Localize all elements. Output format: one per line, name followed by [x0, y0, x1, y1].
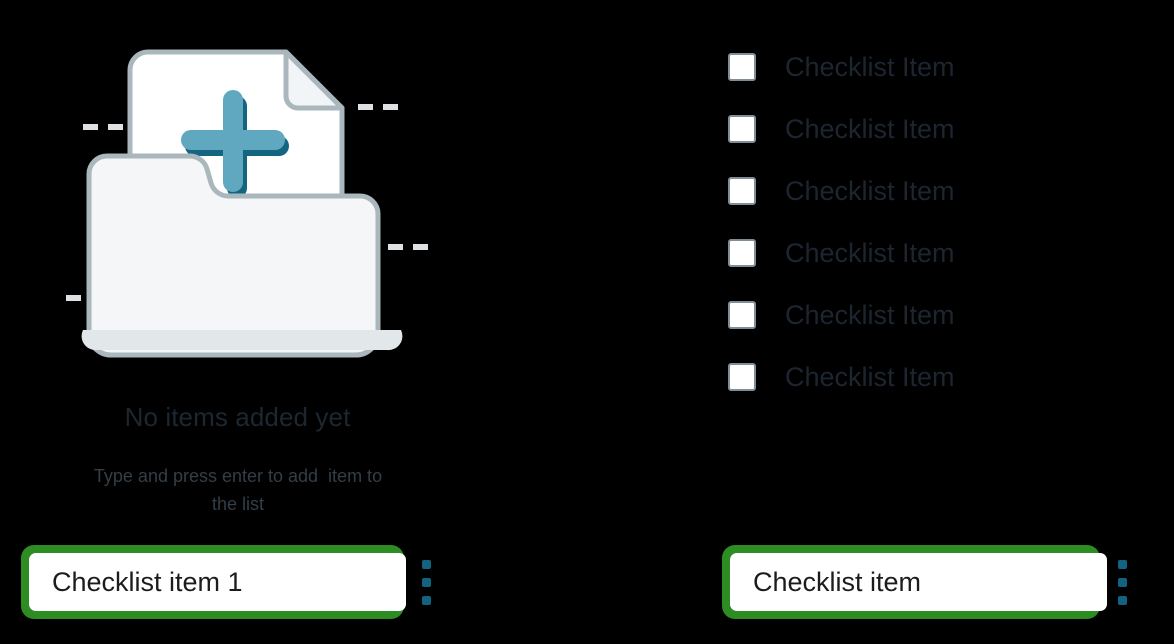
kebab-menu-icon[interactable]: [1110, 557, 1134, 607]
list-item-label: Checklist Item: [785, 175, 955, 206]
checkbox-icon[interactable]: [728, 301, 756, 329]
empty-state-panel: No items added yet Type and press enter …: [0, 0, 475, 530]
empty-state-title: No items added yet: [124, 402, 351, 432]
kebab-dot: [421, 595, 431, 605]
list-item[interactable]: Checklist Item: [728, 160, 1058, 222]
list-item-label: Checklist Item: [785, 113, 955, 144]
list-item[interactable]: Checklist Item: [728, 36, 1058, 98]
list-item-label: Checklist Item: [785, 51, 955, 82]
list-item-label: Checklist Item: [785, 361, 955, 392]
kebab-dot: [421, 559, 431, 569]
checklist-input-right-focus-ring: [722, 545, 1107, 619]
list-item[interactable]: Checklist Item: [728, 98, 1058, 160]
list-item[interactable]: Checklist Item: [728, 222, 1058, 284]
list-item-label: Checklist Item: [785, 299, 955, 330]
empty-state-subtitle: Type and press enter to add item to the …: [93, 466, 388, 514]
checkbox-icon[interactable]: [728, 53, 756, 81]
kebab-dot: [421, 577, 431, 587]
list-item[interactable]: Checklist Item: [728, 284, 1058, 346]
checklist-input-left[interactable]: [29, 553, 406, 611]
checkbox-icon[interactable]: [728, 177, 756, 205]
checklist-input-row-left: [21, 545, 438, 619]
plus-icon: [181, 90, 285, 192]
checklist-preview-list: Checklist Item Checklist Item Checklist …: [728, 36, 1058, 408]
folder-with-document-plus-illustration: [66, 49, 428, 358]
folder-base-shadow: [81, 330, 403, 351]
checkbox-icon[interactable]: [728, 363, 756, 391]
checkbox-icon[interactable]: [728, 115, 756, 143]
checklist-input-right[interactable]: [730, 553, 1107, 611]
kebab-dot: [1117, 577, 1127, 587]
kebab-dot: [1117, 595, 1127, 605]
checklist-input-row-right: [722, 545, 1134, 619]
dash-accents: [66, 104, 428, 301]
kebab-dot: [1117, 559, 1127, 569]
document-folded-corner: [283, 49, 345, 111]
list-item[interactable]: Checklist Item: [728, 346, 1058, 408]
checklist-input-left-focus-ring: [21, 545, 406, 619]
list-item-label: Checklist Item: [785, 237, 955, 268]
kebab-menu-icon[interactable]: [414, 557, 438, 607]
folder-front-flap: [86, 153, 381, 358]
checkbox-icon[interactable]: [728, 239, 756, 267]
